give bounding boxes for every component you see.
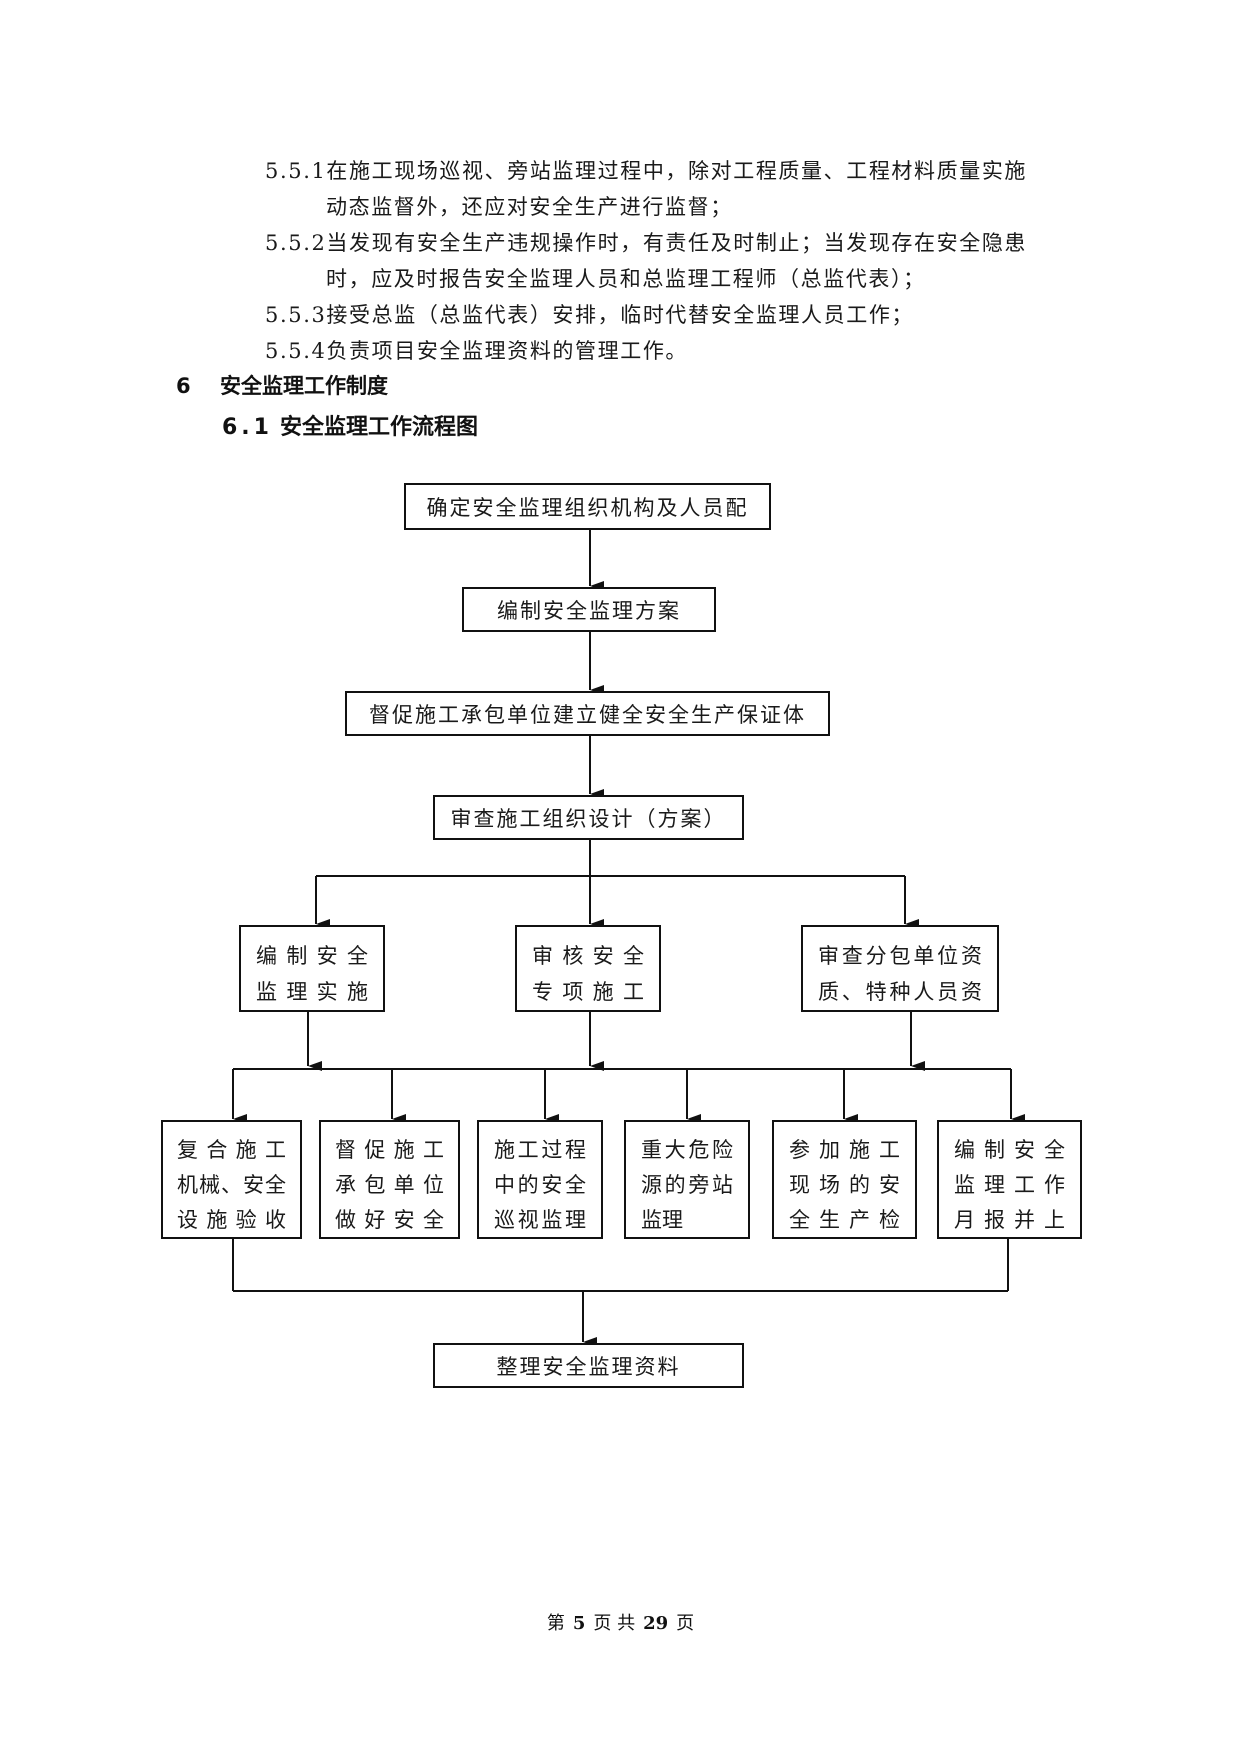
section-title: 安全监理工作制度 [220,374,388,398]
task6-line-3: 月 报 并 上 [954,1208,1065,1232]
flow-step-organize-records: 整理安全监理资料 [433,1343,744,1388]
task2-line-1: 督 促 施 工 [335,1138,444,1162]
flow-task-1: 复 合 施 工 机械、安全 设 施 验 收 [161,1120,302,1239]
paragraph-5-5-1-line-1: 5.5.1在施工现场巡视、旁站监理过程中，除对工程质量、工程材料质量实施 [265,159,1028,183]
footer-page-number: 5 [572,1613,586,1634]
footer-prefix: 第 [546,1613,565,1634]
task3-line-2: 中的安全 [494,1173,586,1197]
flow-step-review-design: 审查施工组织设计（方案） [433,795,744,840]
branch-right-line-1: 审查分包单位资 [818,944,982,968]
paragraph-5-5-1-line-2: 动态监督外，还应对安全生产进行监督； [326,195,733,219]
task3-line-1: 施工过程 [494,1138,586,1162]
flow-task-4: 重大危险 源的旁站 监理 [624,1120,750,1239]
flow-task-2: 督 促 施 工 承 包 单 位 做 好 安 全 [319,1120,460,1239]
flow-step-organization: 确定安全监理组织机构及人员配 [404,483,771,530]
flow-task-3: 施工过程 中的安全 巡视监理 [477,1120,603,1239]
flow-branch-mid: 审 核 安 全 专 项 施 工 [515,925,661,1012]
paragraph-5-5-4: 5.5.4负责项目安全监理资料的管理工作。 [265,339,689,363]
task6-line-2: 监 理 工 作 [954,1173,1065,1197]
paragraph-5-5-2-line-1: 5.5.2当发现有安全生产违规操作时，有责任及时制止；当发现存在安全隐患 [265,231,1028,255]
footer-mid: 页 共 [593,1613,636,1634]
task6-line-1: 编 制 安 全 [954,1138,1065,1162]
task4-line-2: 源的旁站 [641,1173,733,1197]
task2-line-2: 承 包 单 位 [335,1173,444,1197]
flow-branch-left: 编 制 安 全 监 理 实 施 [239,925,385,1012]
task5-line-3: 全 生 产 检 [789,1208,900,1232]
section-heading: 6 安全监理工作制度 [176,370,388,400]
task1-line-3: 设 施 验 收 [177,1208,286,1232]
flow-task-5: 参 加 施 工 现 场 的 安 全 生 产 检 [772,1120,917,1239]
paragraph-5-5-3: 5.5.3接受总监（总监代表）安排，临时代替安全监理人员工作； [265,303,915,327]
task4-line-3: 监理 [641,1208,683,1232]
subsection-number: 6.1 [222,415,273,440]
footer-suffix: 页 [676,1613,695,1634]
flow-step-guarantee-system: 督促施工承包单位建立健全安全生产保证体 [345,691,830,736]
task5-line-2: 现 场 的 安 [789,1173,900,1197]
flow-step-plan: 编制安全监理方案 [462,587,716,632]
task5-line-1: 参 加 施 工 [789,1138,900,1162]
subsection-heading: 6.1 安全监理工作流程图 [222,409,478,441]
task1-line-2: 机械、安全 [177,1173,286,1197]
task1-line-1: 复 合 施 工 [177,1138,286,1162]
branch-mid-line-1: 审 核 安 全 [532,944,644,968]
task4-line-1: 重大危险 [641,1138,733,1162]
paragraph-5-5-2-line-2: 时，应及时报告安全监理人员和总监理工程师（总监代表）； [326,267,926,291]
branch-left-line-1: 编 制 安 全 [256,944,368,968]
task2-line-3: 做 好 安 全 [335,1208,444,1232]
footer-total-pages: 29 [643,1613,669,1634]
flow-task-6: 编 制 安 全 监 理 工 作 月 报 并 上 [937,1120,1082,1239]
flow-branch-right: 审查分包单位资 质、特种人员资 [801,925,999,1012]
branch-mid-line-2: 专 项 施 工 [532,980,644,1004]
subsection-title: 安全监理工作流程图 [280,415,479,440]
branch-left-line-2: 监 理 实 施 [256,980,368,1004]
section-number: 6 [176,374,191,398]
task3-line-3: 巡视监理 [494,1208,586,1232]
branch-right-line-2: 质、特种人员资 [818,980,982,1004]
